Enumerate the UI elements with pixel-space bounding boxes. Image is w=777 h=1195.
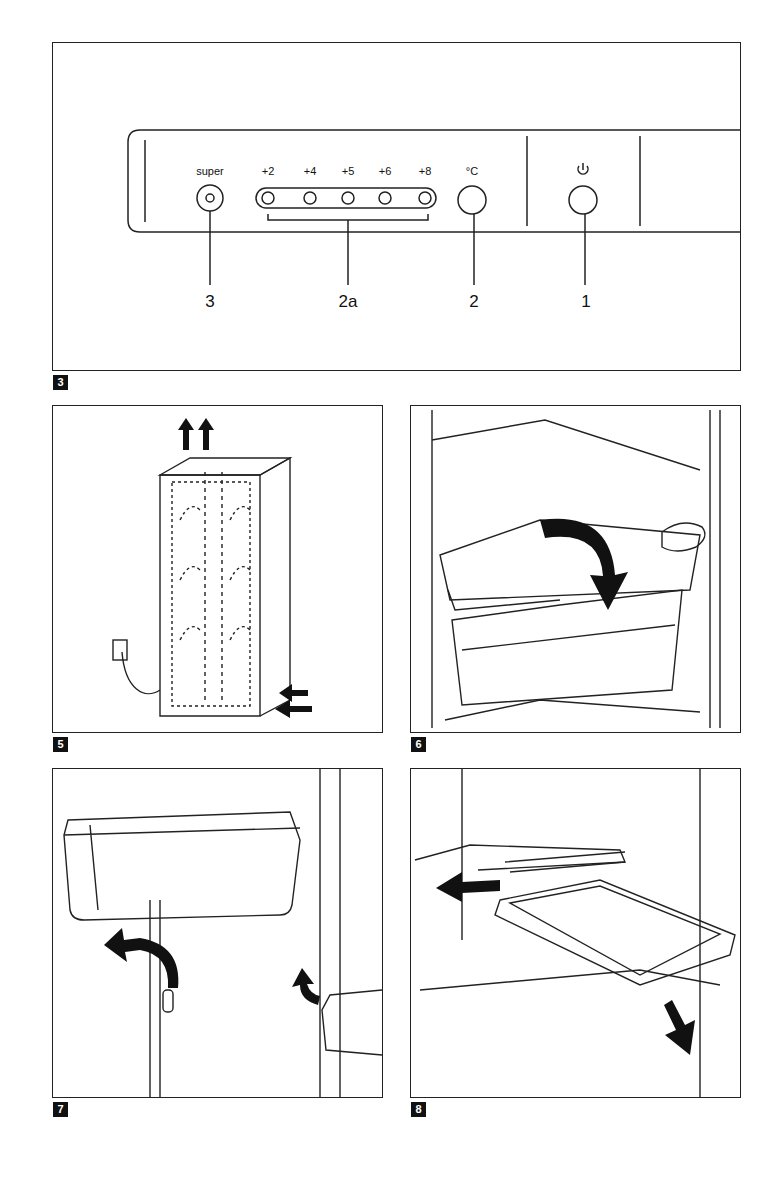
lower-bin — [322, 990, 382, 1055]
figure-panel: 3 — [52, 42, 741, 371]
airflow-path — [205, 470, 222, 700]
callout-number: 2 — [469, 292, 478, 312]
air-arrow — [279, 684, 308, 702]
down-arrow — [664, 1000, 695, 1055]
lift-arrow — [104, 928, 178, 988]
temperature-label: +4 — [304, 165, 317, 177]
button-label: super — [196, 165, 224, 177]
leader-line — [584, 214, 586, 285]
figure-panel: 5 — [52, 405, 383, 733]
power-cord — [122, 652, 160, 694]
rail-slide — [505, 852, 625, 872]
figure-number: 3 — [53, 375, 68, 390]
panel-strip — [128, 130, 740, 232]
fridge-top — [160, 458, 290, 475]
air-arrow — [198, 418, 214, 450]
upper-shelf — [432, 420, 700, 470]
callout-number: 2a — [339, 292, 358, 312]
lift-arrows — [104, 928, 320, 1005]
fridge-inner — [172, 482, 250, 706]
drawer-arrows — [436, 872, 695, 1055]
temperature-led — [304, 192, 316, 204]
control-panel — [128, 130, 740, 285]
figure-number: 8 — [411, 1102, 426, 1117]
led-bar — [256, 188, 436, 208]
bottom-ledge — [445, 700, 700, 720]
temperature-label: +2 — [262, 165, 275, 177]
fridge-side — [260, 458, 290, 716]
fridge-walls — [432, 410, 720, 728]
airflow-arrows — [178, 418, 312, 718]
button-label: °C — [466, 165, 478, 177]
fridge-walls — [462, 768, 700, 1097]
figure-airflow — [113, 458, 290, 716]
bin-rim — [64, 825, 300, 910]
figure-number: 5 — [53, 737, 68, 752]
lift-arrow — [292, 968, 320, 1005]
figure-door-bins — [64, 768, 382, 1097]
callout-number: 3 — [205, 292, 214, 312]
figure-panel: 7 — [52, 768, 383, 1098]
figure-number: 7 — [53, 1102, 68, 1117]
wall-socket — [113, 640, 127, 660]
figure-shelf — [432, 410, 720, 728]
temperature-led — [342, 192, 354, 204]
panel-divider — [526, 136, 528, 226]
power-button — [569, 186, 597, 214]
bracket — [268, 214, 428, 285]
drawer-rim — [462, 625, 675, 650]
drawer-inner — [510, 886, 720, 975]
fridge-front — [160, 475, 260, 716]
hand — [662, 523, 705, 551]
air-arrow — [275, 700, 312, 718]
pull-arrow — [436, 872, 500, 902]
leader-line — [209, 211, 211, 285]
super-led — [206, 194, 214, 202]
figure-drawer — [415, 768, 735, 1097]
drawer — [452, 590, 682, 705]
panel-divider — [144, 140, 146, 222]
temperature-led — [419, 192, 431, 204]
temperature-label: +8 — [419, 165, 432, 177]
temperature-button — [458, 186, 486, 214]
callout-number: 1 — [581, 292, 590, 312]
power-symbol — [582, 163, 584, 170]
air-arrow — [178, 418, 194, 450]
temperature-label: +6 — [379, 165, 392, 177]
leader-line — [473, 214, 475, 285]
bin-mount — [163, 990, 173, 1012]
drawer-tray — [495, 880, 735, 985]
figure-panel: 6 — [410, 405, 741, 733]
rail — [415, 845, 625, 870]
panel-divider — [639, 136, 641, 226]
temperature-label: +5 — [342, 165, 355, 177]
airflow-path — [180, 507, 250, 640]
floor-line — [420, 970, 720, 990]
door-bin — [64, 812, 300, 920]
super-button — [197, 185, 223, 211]
figure-number: 6 — [411, 737, 426, 752]
door-frame — [150, 768, 340, 1097]
figure-panel: 8 — [410, 768, 741, 1098]
temperature-led — [262, 192, 274, 204]
temperature-led — [379, 192, 391, 204]
tilt-arrow — [540, 519, 628, 610]
